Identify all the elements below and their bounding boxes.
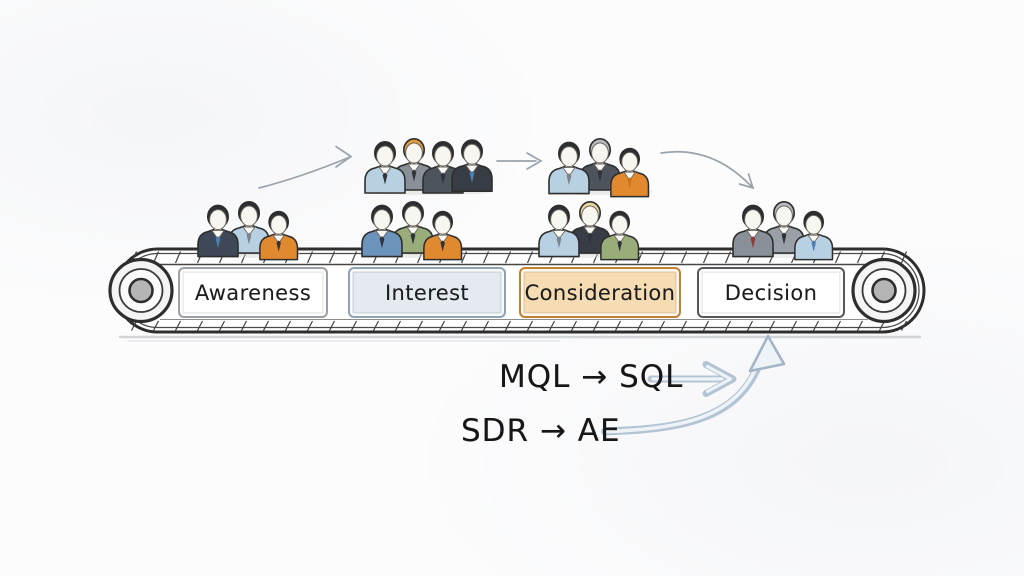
flow-arrow-consideration-to-decision	[660, 150, 755, 190]
right-roller	[851, 257, 917, 324]
crowd-decision-crowd	[731, 201, 837, 261]
annotation-sdr-ae: SDR → AE	[461, 413, 621, 449]
crowd-interest-upper-crowd	[363, 138, 494, 195]
flow-arrow-interest-to-consideration	[496, 152, 543, 170]
annotation-mql-sql: MQL → SQL	[499, 359, 684, 395]
crowd-awareness-crowd	[196, 201, 302, 261]
crowds	[196, 138, 837, 261]
conveyor-belt	[108, 247, 926, 342]
mql-sql-arrow	[647, 361, 737, 397]
sdr-ae-arrow	[601, 334, 786, 436]
left-roller	[108, 257, 174, 324]
crowd-consideration-upper-crowd	[547, 138, 653, 198]
flow-arrow-awareness-to-interest	[258, 145, 353, 189]
belt-tread-marks-bottom	[130, 320, 908, 331]
crowd-interest-lower-crowd	[360, 201, 466, 261]
handoff-arrows	[601, 334, 786, 436]
crowd-consideration-lower-crowd	[537, 201, 643, 261]
crowd-flow-arrows	[258, 145, 755, 190]
